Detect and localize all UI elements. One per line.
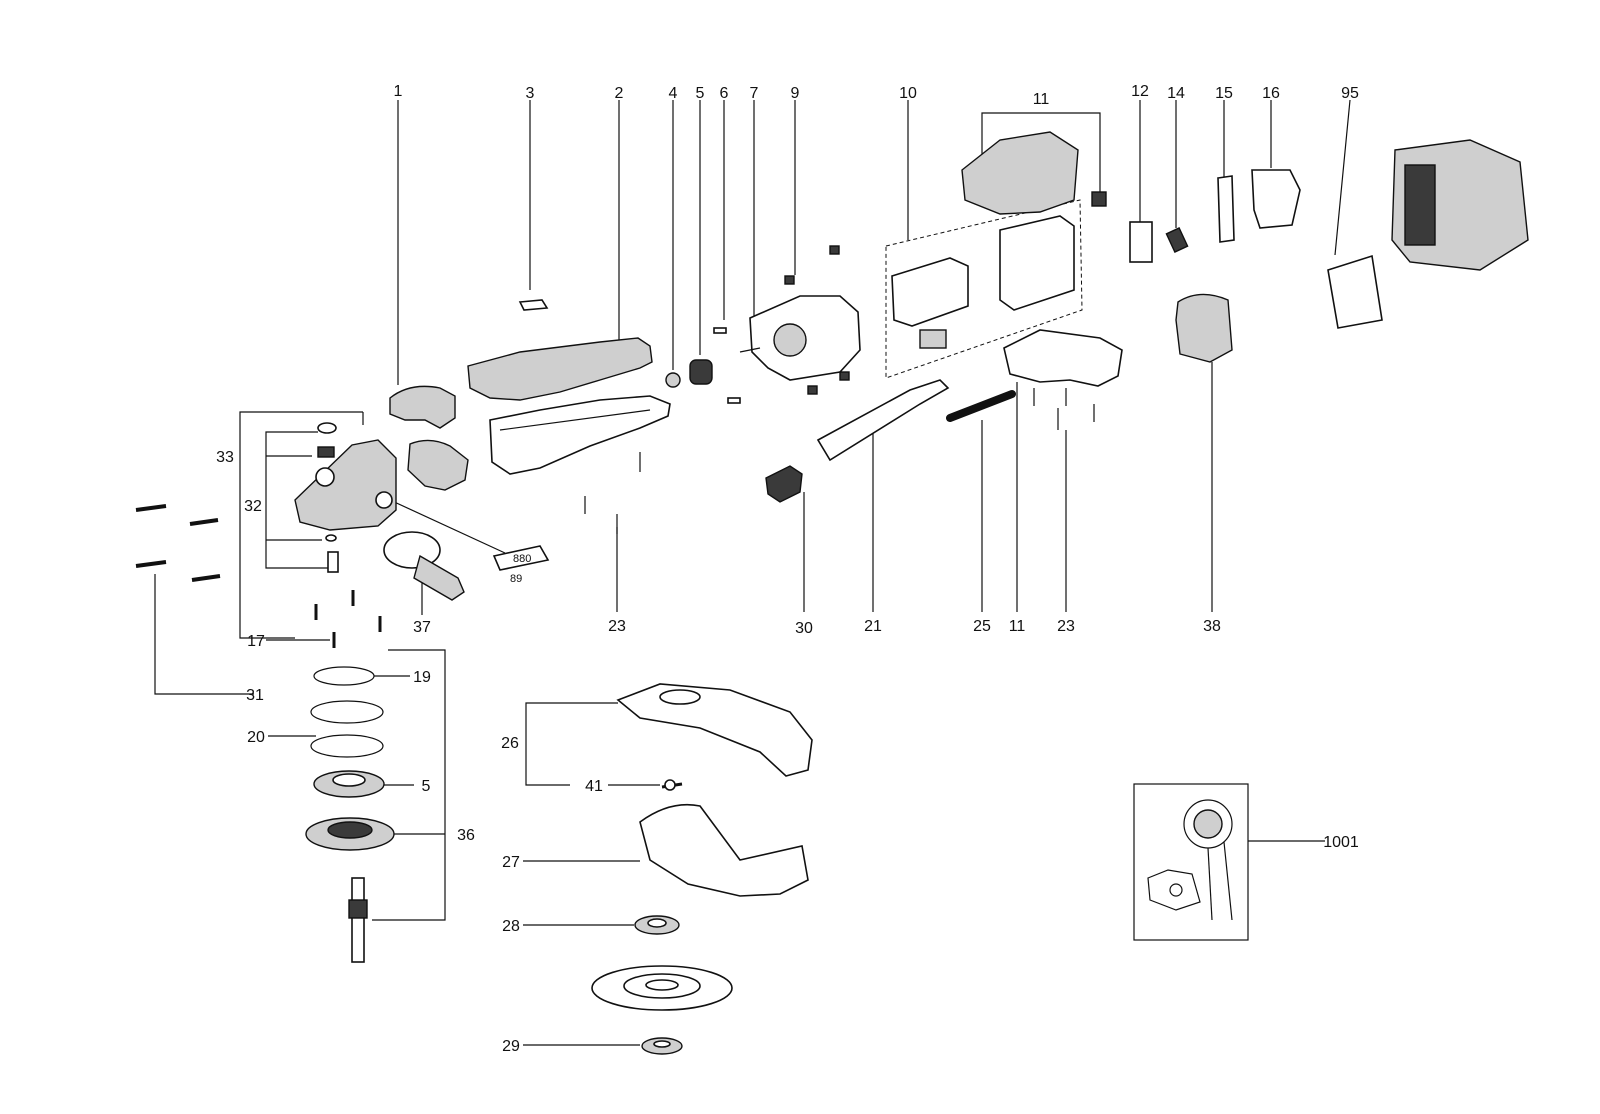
callout-20: 20 — [247, 729, 265, 746]
part-14-spring — [1165, 227, 1189, 253]
callout-9: 9 — [791, 85, 800, 102]
part-26-wheel-guard — [616, 683, 813, 777]
part-4-nut — [665, 372, 681, 388]
callout-4: 4 — [669, 85, 678, 102]
callout-23-left: 23 — [608, 618, 626, 635]
grinding-disc — [591, 965, 733, 1011]
callout-30: 30 — [795, 620, 813, 637]
callout-16: 16 — [1262, 85, 1280, 102]
part-16-contact-plate — [1251, 169, 1301, 229]
part-25-pin — [946, 390, 1016, 422]
callout-33: 33 — [216, 449, 234, 466]
callout-12: 12 — [1131, 83, 1149, 100]
tube-code-bottom: 89 — [510, 573, 522, 585]
callout-17: 17 — [247, 633, 265, 650]
callout-3: 3 — [526, 85, 535, 102]
callout-28: 28 — [502, 918, 520, 935]
part-32-spindle-lock — [317, 422, 339, 573]
callout-5-lower: 5 — [422, 778, 431, 795]
part-33-gear-head — [294, 439, 397, 531]
part-20-rings — [310, 700, 384, 758]
part-28-flange — [634, 915, 680, 935]
part-23-screws — [584, 388, 1095, 534]
part-29-clamping-nut — [641, 1037, 683, 1055]
part-3-label — [518, 299, 549, 311]
part-19-o-ring — [313, 666, 375, 686]
callout-5: 5 — [696, 85, 705, 102]
part-11-battery-mount — [961, 131, 1123, 387]
part-7-motor-rotor — [739, 245, 861, 395]
callout-1: 1 — [394, 83, 403, 100]
part-2-housing — [467, 337, 671, 475]
callout-11-lower: 11 — [1009, 618, 1026, 635]
callout-19: 19 — [413, 669, 431, 686]
callout-11-top: 11 — [1033, 91, 1050, 108]
callout-21: 21 — [864, 618, 882, 635]
callout-7: 7 — [750, 85, 759, 102]
part-17-screws — [314, 590, 382, 648]
callout-27: 27 — [502, 854, 520, 871]
part-37-side-handle — [383, 531, 465, 601]
callout-26: 26 — [501, 735, 519, 752]
part-12-label — [1129, 221, 1153, 263]
callout-14: 14 — [1167, 85, 1185, 102]
part-5-small-gear — [689, 359, 713, 385]
part-1-clamp-halves — [389, 385, 469, 491]
callout-95: 95 — [1341, 85, 1359, 102]
callout-1001: 1001 — [1323, 834, 1359, 851]
callout-32: 32 — [244, 498, 262, 515]
callout-2: 2 — [615, 85, 624, 102]
part-tube: 880 89 — [492, 545, 550, 585]
part-36-spindle — [348, 877, 368, 963]
callout-31: 31 — [246, 687, 264, 704]
callout-36: 36 — [457, 827, 475, 844]
part-10-electronics — [885, 199, 1083, 379]
callout-29: 29 — [502, 1038, 520, 1055]
callout-25: 25 — [973, 618, 991, 635]
part-5-bevel-gear — [313, 770, 385, 798]
part-31-bolts — [135, 504, 221, 582]
tube-code-top: 880 — [513, 553, 531, 565]
part-38-end-cap — [1175, 293, 1233, 363]
part-6-screw — [713, 327, 741, 404]
inset-1001-wiring — [1133, 783, 1249, 941]
part-30-button — [765, 465, 803, 503]
part-36-bearing-flange — [305, 817, 395, 851]
callout-15: 15 — [1215, 85, 1233, 102]
callout-6: 6 — [720, 85, 729, 102]
part-21-switch-rod — [816, 379, 950, 462]
callout-labels: 1 3 2 4 5 6 7 9 10 11 12 14 15 16 95 33 … — [216, 83, 1359, 1055]
callout-37: 37 — [413, 619, 431, 636]
leader-lines — [154, 99, 1351, 1046]
callout-38: 38 — [1203, 618, 1221, 635]
part-15-contact — [1217, 175, 1235, 243]
part-41-screw — [661, 779, 683, 791]
part-95-battery-pack — [1327, 139, 1529, 329]
part-27-cutting-guard — [639, 803, 809, 897]
callout-23-right: 23 — [1057, 618, 1075, 635]
callout-41: 41 — [585, 778, 603, 795]
callout-10: 10 — [899, 85, 917, 102]
